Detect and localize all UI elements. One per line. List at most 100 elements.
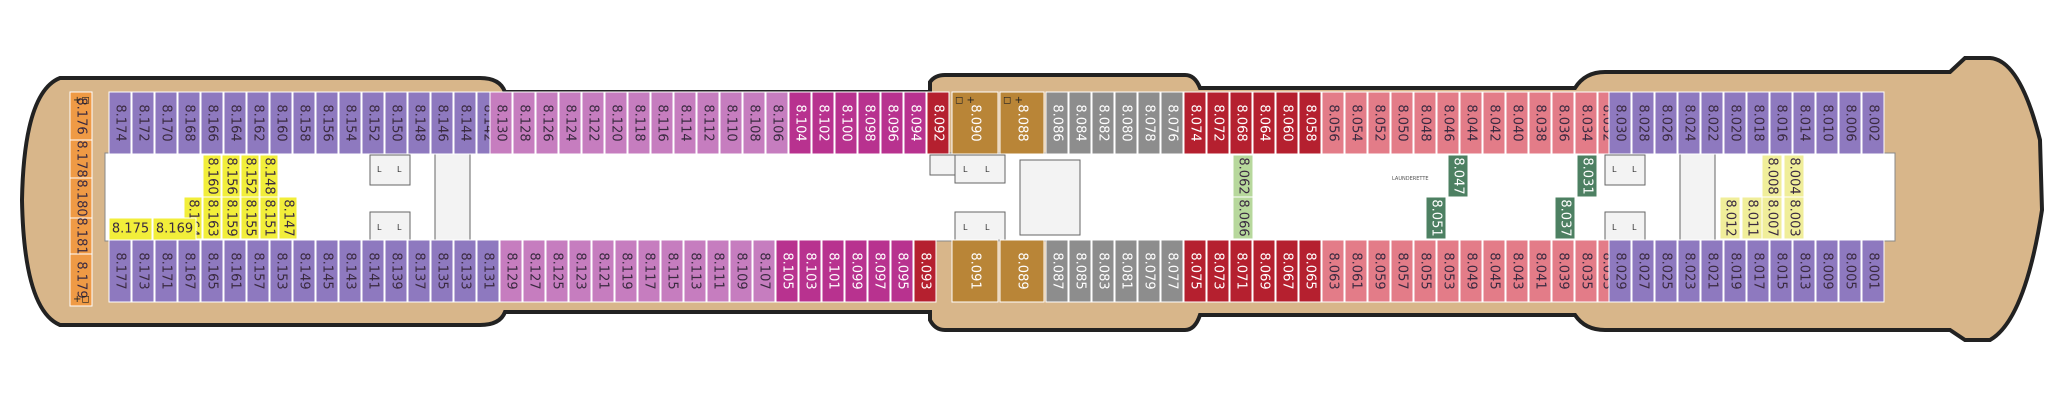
cabin-8-119[interactable]: 8.119 bbox=[614, 239, 638, 303]
cabin-8-011[interactable]: 8.011 bbox=[1741, 196, 1763, 240]
cabin-8-045[interactable]: 8.045 bbox=[1482, 239, 1506, 303]
cabin-8-178[interactable]: 8.178 bbox=[69, 139, 93, 179]
cabin-8-078[interactable]: 8.078 bbox=[1137, 91, 1161, 155]
cabin-8-147[interactable]: 8.147 bbox=[278, 196, 298, 240]
cabin-8-117[interactable]: 8.117 bbox=[637, 239, 661, 303]
cabin-8-173[interactable]: 8.173 bbox=[131, 239, 155, 303]
cabin-8-099[interactable]: 8.099 bbox=[844, 239, 868, 303]
cabin-8-047[interactable]: 8.047 bbox=[1447, 154, 1469, 198]
cabin-8-018[interactable]: 8.018 bbox=[1746, 91, 1770, 155]
cabin-8-144[interactable]: 8.144 bbox=[453, 91, 477, 155]
cabin-8-149[interactable]: 8.149 bbox=[292, 239, 316, 303]
cabin-8-179[interactable]: 8.179+◻ bbox=[69, 253, 93, 307]
cabin-8-145[interactable]: 8.145 bbox=[315, 239, 339, 303]
cabin-8-135[interactable]: 8.135 bbox=[430, 239, 454, 303]
cabin-8-004[interactable]: 8.004 bbox=[1783, 154, 1805, 198]
cabin-8-007[interactable]: 8.007 bbox=[1761, 196, 1783, 240]
cabin-8-015[interactable]: 8.015 bbox=[1769, 239, 1793, 303]
cabin-8-022[interactable]: 8.022 bbox=[1700, 91, 1724, 155]
cabin-8-048[interactable]: 8.048 bbox=[1413, 91, 1437, 155]
cabin-8-072[interactable]: 8.072 bbox=[1206, 91, 1230, 155]
cabin-8-154[interactable]: 8.154 bbox=[338, 91, 362, 155]
cabin-8-067[interactable]: 8.067 bbox=[1275, 239, 1299, 303]
cabin-8-174[interactable]: 8.174 bbox=[108, 91, 132, 155]
cabin-8-020[interactable]: 8.020 bbox=[1723, 91, 1747, 155]
cabin-8-133[interactable]: 8.133 bbox=[453, 239, 477, 303]
cabin-8-148[interactable]: 8.148 bbox=[259, 154, 279, 198]
cabin-8-089[interactable]: 8.089 bbox=[999, 239, 1045, 303]
cabin-8-164[interactable]: 8.164 bbox=[223, 91, 247, 155]
cabin-8-056[interactable]: 8.056 bbox=[1321, 91, 1345, 155]
cabin-8-076[interactable]: 8.076 bbox=[1160, 91, 1184, 155]
cabin-8-005[interactable]: 8.005 bbox=[1838, 239, 1862, 303]
cabin-8-050[interactable]: 8.050 bbox=[1390, 91, 1414, 155]
cabin-8-095[interactable]: 8.095 bbox=[890, 239, 914, 303]
cabin-8-062[interactable]: 8.062 bbox=[1232, 154, 1254, 198]
cabin-8-039[interactable]: 8.039 bbox=[1551, 239, 1575, 303]
cabin-8-152[interactable]: 8.152 bbox=[240, 154, 260, 198]
cabin-8-046[interactable]: 8.046 bbox=[1436, 91, 1460, 155]
cabin-8-049[interactable]: 8.049 bbox=[1459, 239, 1483, 303]
cabin-8-001[interactable]: 8.001 bbox=[1861, 239, 1885, 303]
cabin-8-141[interactable]: 8.141 bbox=[361, 239, 385, 303]
cabin-8-012[interactable]: 8.012 bbox=[1719, 196, 1741, 240]
cabin-8-114[interactable]: 8.114 bbox=[673, 91, 697, 155]
cabin-8-026[interactable]: 8.026 bbox=[1654, 91, 1678, 155]
cabin-8-010[interactable]: 8.010 bbox=[1815, 91, 1839, 155]
cabin-8-162[interactable]: 8.162 bbox=[246, 91, 270, 155]
cabin-8-127[interactable]: 8.127 bbox=[522, 239, 546, 303]
cabin-8-123[interactable]: 8.123 bbox=[568, 239, 592, 303]
cabin-8-040[interactable]: 8.040 bbox=[1505, 91, 1529, 155]
cabin-8-044[interactable]: 8.044 bbox=[1459, 91, 1483, 155]
cabin-8-110[interactable]: 8.110 bbox=[719, 91, 743, 155]
cabin-8-121[interactable]: 8.121 bbox=[591, 239, 615, 303]
cabin-8-034[interactable]: 8.034 bbox=[1574, 91, 1598, 155]
cabin-8-055[interactable]: 8.055 bbox=[1413, 239, 1437, 303]
cabin-8-165[interactable]: 8.165 bbox=[200, 239, 224, 303]
cabin-8-094[interactable]: 8.094 bbox=[903, 91, 927, 155]
cabin-8-079[interactable]: 8.079 bbox=[1137, 239, 1161, 303]
cabin-8-172[interactable]: 8.172 bbox=[131, 91, 155, 155]
cabin-8-041[interactable]: 8.041 bbox=[1528, 239, 1552, 303]
cabin-8-176[interactable]: 8.176+◻ bbox=[69, 91, 93, 141]
cabin-8-037[interactable]: 8.037 bbox=[1554, 196, 1576, 240]
cabin-8-128[interactable]: 8.128 bbox=[512, 91, 536, 155]
cabin-8-122[interactable]: 8.122 bbox=[581, 91, 605, 155]
cabin-8-130[interactable]: 8.130 bbox=[489, 91, 513, 155]
cabin-8-113[interactable]: 8.113 bbox=[683, 239, 707, 303]
cabin-8-112[interactable]: 8.112 bbox=[696, 91, 720, 155]
cabin-8-077[interactable]: 8.077 bbox=[1160, 239, 1184, 303]
cabin-8-126[interactable]: 8.126 bbox=[535, 91, 559, 155]
cabin-8-086[interactable]: 8.086 bbox=[1045, 91, 1069, 155]
cabin-8-108[interactable]: 8.108 bbox=[742, 91, 766, 155]
cabin-8-161[interactable]: 8.161 bbox=[223, 239, 247, 303]
cabin-8-118[interactable]: 8.118 bbox=[627, 91, 651, 155]
cabin-8-057[interactable]: 8.057 bbox=[1390, 239, 1414, 303]
cabin-8-014[interactable]: 8.014 bbox=[1792, 91, 1816, 155]
cabin-8-028[interactable]: 8.028 bbox=[1631, 91, 1655, 155]
cabin-8-171[interactable]: 8.171 bbox=[154, 239, 178, 303]
cabin-8-169[interactable]: 8.169 bbox=[152, 217, 197, 241]
cabin-8-104[interactable]: 8.104 bbox=[788, 91, 812, 155]
cabin-8-160[interactable]: 8.160 bbox=[269, 91, 293, 155]
cabin-8-043[interactable]: 8.043 bbox=[1505, 239, 1529, 303]
cabin-8-059[interactable]: 8.059 bbox=[1367, 239, 1391, 303]
cabin-8-163[interactable]: 8.163 bbox=[202, 196, 222, 240]
cabin-8-009[interactable]: 8.009 bbox=[1815, 239, 1839, 303]
cabin-8-071[interactable]: 8.071 bbox=[1229, 239, 1253, 303]
cabin-8-063[interactable]: 8.063 bbox=[1321, 239, 1345, 303]
cabin-8-157[interactable]: 8.157 bbox=[246, 239, 270, 303]
cabin-8-029[interactable]: 8.029 bbox=[1608, 239, 1632, 303]
cabin-8-098[interactable]: 8.098 bbox=[857, 91, 881, 155]
cabin-8-143[interactable]: 8.143 bbox=[338, 239, 362, 303]
cabin-8-002[interactable]: 8.002 bbox=[1861, 91, 1885, 155]
cabin-8-038[interactable]: 8.038 bbox=[1528, 91, 1552, 155]
cabin-8-151[interactable]: 8.151 bbox=[259, 196, 279, 240]
cabin-8-008[interactable]: 8.008 bbox=[1761, 154, 1783, 198]
cabin-8-090[interactable]: 8.090◻ + bbox=[951, 91, 999, 155]
cabin-8-052[interactable]: 8.052 bbox=[1367, 91, 1391, 155]
cabin-8-016[interactable]: 8.016 bbox=[1769, 91, 1793, 155]
cabin-8-181[interactable]: 8.181 bbox=[69, 217, 93, 255]
cabin-8-125[interactable]: 8.125 bbox=[545, 239, 569, 303]
cabin-8-065[interactable]: 8.065 bbox=[1298, 239, 1322, 303]
